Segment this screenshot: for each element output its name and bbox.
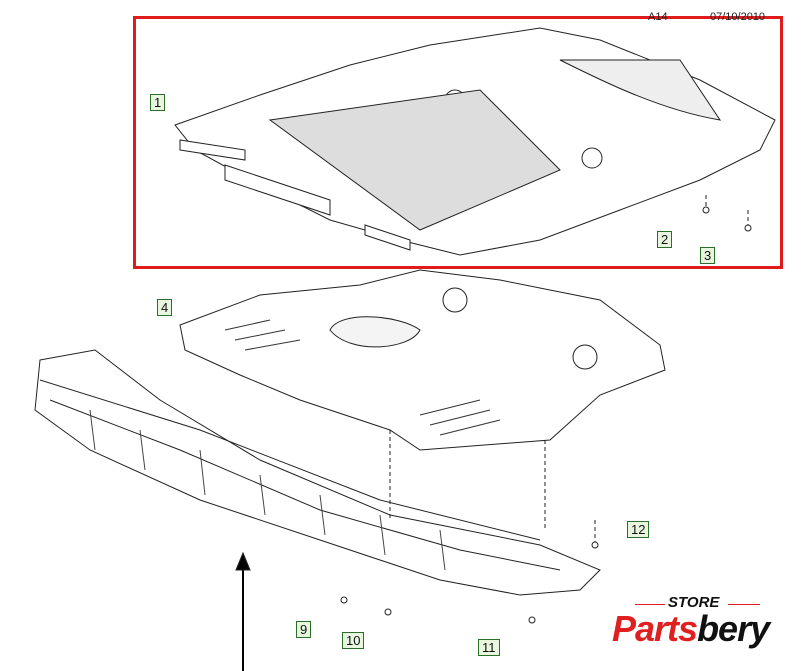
callout-4[interactable]: 4 [157, 299, 173, 316]
logo-brand-part2: bery [697, 608, 770, 649]
callout-3[interactable]: 3 [700, 247, 716, 264]
callout-9[interactable]: 9 [296, 621, 312, 638]
callout-1[interactable]: 1 [150, 94, 166, 111]
part-4-splash-shield [179, 269, 666, 451]
callout-10[interactable]: 10 [342, 632, 365, 649]
front-bumper-support [34, 349, 601, 596]
callout-12[interactable]: 12 [627, 521, 650, 538]
partsbery-logo: Partsbery [612, 608, 770, 650]
logo-brand-part1: Parts [612, 608, 698, 649]
callout-2[interactable]: 2 [657, 231, 673, 248]
highlight-box [133, 16, 783, 269]
logo-line-right [728, 604, 760, 605]
logo-line-left [635, 604, 665, 605]
diagram-code: A14 [648, 11, 668, 23]
callout-11[interactable]: 11 [478, 639, 500, 656]
logo-store-text: STORE [668, 594, 720, 611]
diagram-date: 07/10/2010 [710, 11, 766, 23]
